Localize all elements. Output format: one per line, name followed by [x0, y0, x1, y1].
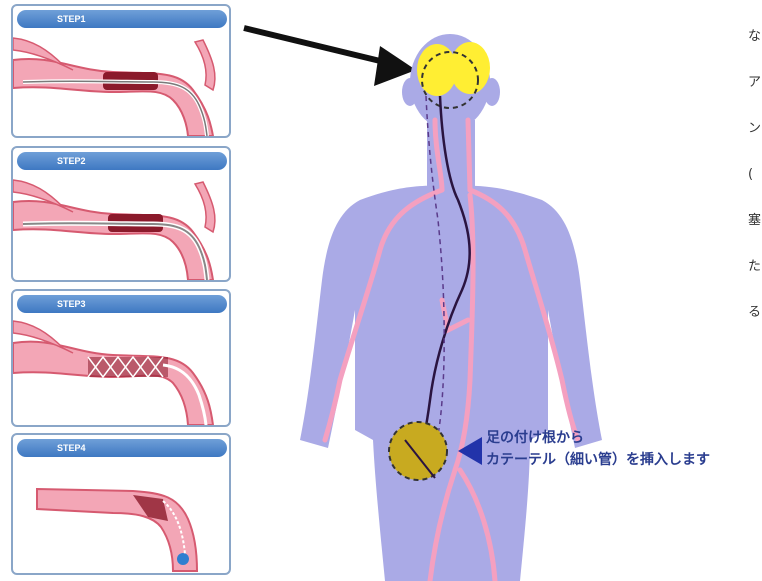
step-4-vessel-illustration	[13, 459, 229, 573]
caption-line-1: 足の付け根から	[486, 427, 762, 449]
step-1-vessel-illustration	[13, 30, 229, 136]
step-3-vessel-illustration	[13, 315, 229, 425]
side-text-char: な	[748, 24, 762, 70]
body-figure	[230, 0, 762, 581]
side-text-char: 塞	[748, 208, 762, 254]
insertion-caption: 足の付け根から カテーテル（細い管）を挿入します	[486, 427, 762, 479]
step-3-panel: STEP3	[11, 289, 231, 427]
step-2-label: STEP2	[17, 152, 227, 170]
step-2-vessel-illustration	[13, 172, 229, 280]
step-1-label: STEP1	[17, 10, 227, 28]
side-text-column: な ア ン ( 塞 た る	[748, 24, 762, 354]
body-silhouette	[300, 34, 602, 581]
side-text-char: る	[748, 300, 762, 346]
step-3-label: STEP3	[17, 295, 227, 313]
step-1-panel: STEP1	[11, 4, 231, 138]
step-4-label: STEP4	[17, 439, 227, 457]
side-text-char: ン	[748, 116, 762, 162]
side-text-char: た	[748, 254, 762, 300]
step-2-panel: STEP2	[11, 146, 231, 282]
step-4-panel: STEP4	[11, 433, 231, 575]
pointer-arrow-icon	[244, 28, 416, 86]
side-text-char: ア	[748, 70, 762, 116]
groin-insertion-marker	[389, 422, 447, 480]
side-text-char: (	[748, 162, 762, 208]
caption-line-2: カテーテル（細い管）を挿入します	[486, 449, 762, 471]
